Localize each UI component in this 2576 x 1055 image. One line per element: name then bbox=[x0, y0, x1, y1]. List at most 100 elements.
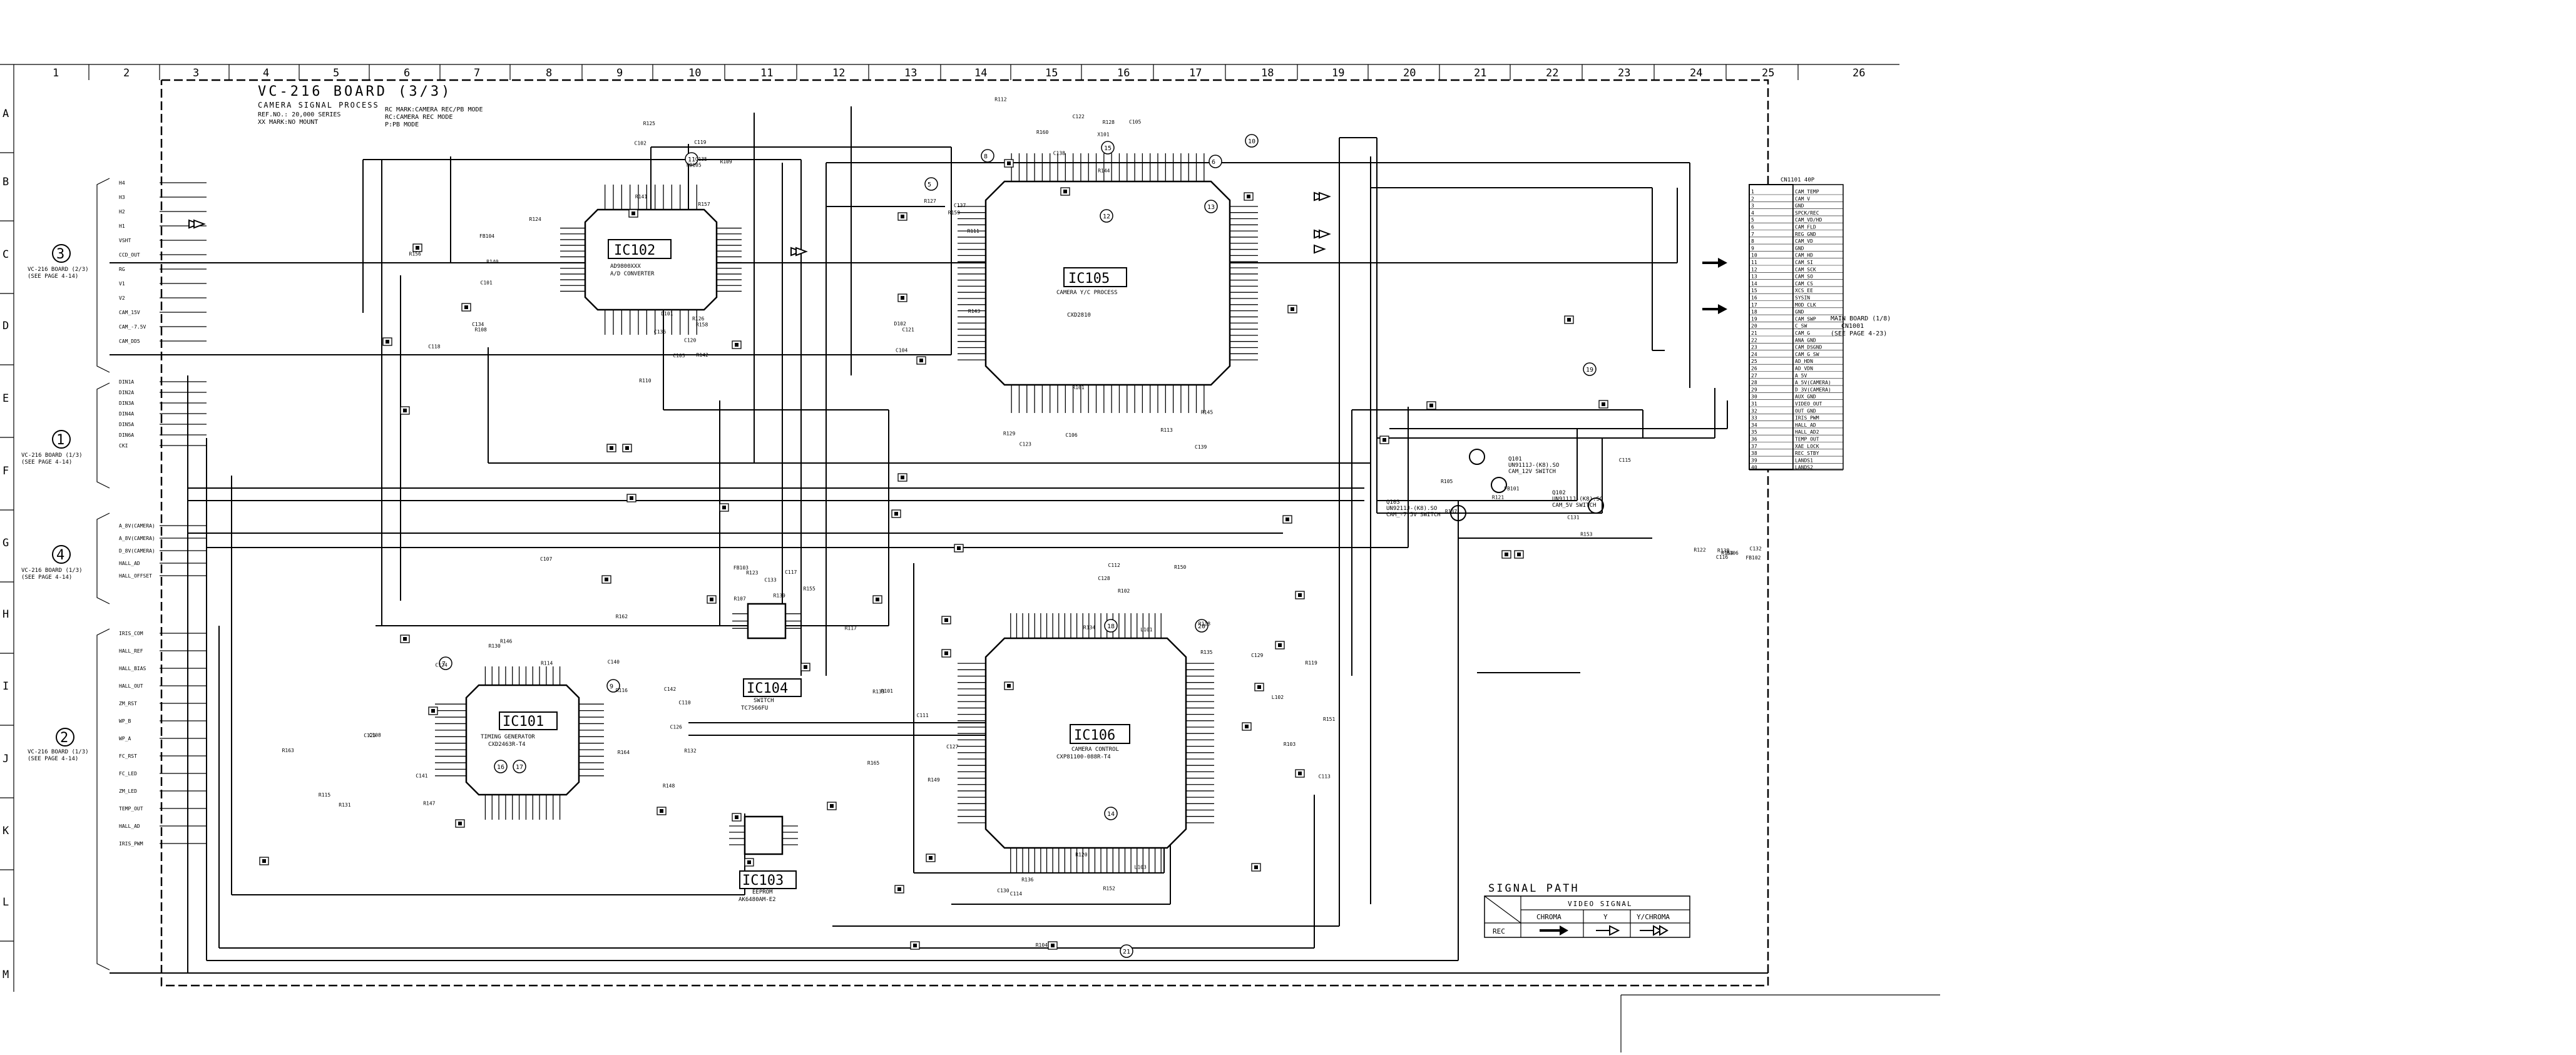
test-point bbox=[412, 243, 422, 252]
component-ref: C142 bbox=[664, 686, 676, 692]
connector-4: 4 VC-216 BOARD (1/3) (SEE PAGE 4-14) bbox=[21, 545, 83, 581]
numbered-mark-circle bbox=[685, 152, 698, 166]
cn-pin-number: 29 bbox=[1751, 387, 1757, 392]
ic102-desc: A/D CONVERTER bbox=[610, 271, 655, 277]
ic103-ref: IC103 bbox=[742, 873, 784, 889]
test-point-dot bbox=[735, 343, 739, 347]
test-point-dot bbox=[1383, 438, 1386, 442]
left-signal-label: H1 bbox=[119, 223, 125, 229]
test-point bbox=[657, 807, 667, 815]
component-ref: C135 bbox=[695, 156, 707, 162]
column-label-15: 15 bbox=[1045, 67, 1058, 79]
component-ref: R156 bbox=[409, 252, 421, 257]
connector-2-page: (SEE PAGE 4-14) bbox=[28, 756, 78, 762]
left-signal-label: HALL_REF bbox=[119, 648, 143, 654]
component-ref: C126 bbox=[670, 724, 682, 730]
numbered-mark-label: 9 bbox=[610, 683, 613, 690]
component-ref: C123 bbox=[1020, 442, 1031, 447]
title-note-4: RC:CAMERA REC MODE bbox=[385, 114, 452, 121]
component-ref: R159 bbox=[948, 210, 960, 215]
test-point-dot bbox=[929, 856, 933, 860]
test-point bbox=[400, 635, 410, 643]
row-label-H: H bbox=[3, 608, 9, 621]
numbered-mark-label: 15 bbox=[1104, 145, 1112, 152]
test-point-dot bbox=[1051, 944, 1055, 947]
component-ref: C112 bbox=[1108, 563, 1120, 568]
cn-pin-label: CAM_G bbox=[1795, 330, 1810, 336]
component-ref: R109 bbox=[720, 159, 732, 165]
component-ref: C110 bbox=[678, 700, 690, 705]
left-signal-label: ZM_RST bbox=[119, 701, 137, 706]
component-ref: R125 bbox=[643, 121, 655, 126]
row-label-L: L bbox=[3, 896, 9, 909]
left-signal-label: H3 bbox=[119, 195, 125, 200]
component-ref: R119 bbox=[1306, 660, 1317, 666]
test-point bbox=[382, 337, 392, 346]
ic105: IC105 CAMERA Y/C PROCESS CXD2810 bbox=[984, 180, 1231, 386]
test-point bbox=[622, 444, 632, 452]
numbered-mark-label: 17 bbox=[516, 764, 523, 771]
component-ref: R134 bbox=[1083, 625, 1095, 631]
component-ref: R102 bbox=[1118, 588, 1130, 594]
test-point bbox=[628, 209, 638, 218]
test-point bbox=[1275, 641, 1285, 650]
left-signal-label: CKI bbox=[119, 443, 128, 449]
numbered-mark-circle bbox=[1104, 807, 1118, 820]
numbered-mark-label: 14 bbox=[1107, 811, 1115, 818]
cn-pin-number: 33 bbox=[1751, 415, 1757, 421]
signal-path-title: SIGNAL PATH bbox=[1488, 882, 1580, 895]
component-ref: L102 bbox=[1272, 695, 1284, 700]
numbered-mark-circle bbox=[981, 149, 994, 163]
left-signal-label: FC_RST bbox=[119, 753, 137, 759]
component-ref: R151 bbox=[1323, 716, 1335, 722]
component-ref: C124 bbox=[436, 663, 447, 668]
test-point bbox=[800, 663, 810, 671]
q102-ref: Q102 bbox=[1552, 490, 1566, 496]
cn-pin-number: 36 bbox=[1751, 437, 1757, 442]
test-point-dot bbox=[403, 409, 407, 412]
left-signal-label: WP_A bbox=[119, 736, 131, 742]
test-point bbox=[744, 858, 754, 867]
connector-3-label: VC-216 BOARD (2/3) bbox=[28, 267, 89, 273]
component-ref: R142 bbox=[697, 352, 708, 358]
cn-pin-number: 27 bbox=[1751, 373, 1757, 379]
ic101-desc: TIMING GENERATOR bbox=[481, 734, 535, 740]
component-ref: C114 bbox=[1010, 891, 1022, 897]
component-ref: R126 bbox=[692, 316, 704, 322]
arrow-icon bbox=[1314, 229, 1331, 239]
component-ref: C106 bbox=[1065, 432, 1077, 438]
cn-pin-label: CAM_TEMP bbox=[1795, 189, 1819, 195]
left-signal-label: DIN2A bbox=[119, 390, 134, 395]
cn-pin-number: 15 bbox=[1751, 288, 1757, 293]
signal-path-row-rec: REC bbox=[1493, 927, 1505, 935]
test-point-dot bbox=[913, 944, 917, 947]
component-ref: C101 bbox=[481, 280, 493, 286]
cn-pin-label: CAM_DSGND bbox=[1795, 345, 1822, 350]
arrow-icon bbox=[1314, 191, 1331, 201]
cn-pin-number: 7 bbox=[1751, 232, 1754, 237]
test-point-dot bbox=[1505, 553, 1508, 556]
component-ref: R154 bbox=[1721, 551, 1733, 556]
transistors: Q101 UN9111J-(K8).SO CAM_12V SWITCH Q102… bbox=[1386, 449, 1604, 521]
component-ref: R124 bbox=[529, 217, 541, 222]
signal-path-col-y: Y bbox=[1603, 913, 1608, 921]
test-point-dot bbox=[1257, 685, 1261, 689]
component-ref: R114 bbox=[541, 661, 553, 666]
cn-pin-number: 22 bbox=[1751, 337, 1757, 343]
column-label-23: 23 bbox=[1618, 67, 1630, 79]
column-label-16: 16 bbox=[1117, 67, 1130, 79]
ic103-part: AK6480AM-E2 bbox=[739, 897, 776, 903]
ic106-ref: IC106 bbox=[1074, 728, 1115, 743]
test-point-dot bbox=[1298, 772, 1302, 775]
component-ref: R160 bbox=[1036, 130, 1048, 135]
cn-pin-number: 39 bbox=[1751, 457, 1757, 463]
component-ref: C127 bbox=[946, 744, 958, 750]
board-outline bbox=[160, 79, 1769, 987]
cn-pin-number: 24 bbox=[1751, 352, 1757, 357]
left-signal-label: HALL_BIAS bbox=[119, 666, 146, 671]
numbered-mark-circle bbox=[1209, 155, 1222, 168]
numbered-mark-label: 7 bbox=[442, 661, 446, 668]
cn-pin-number: 32 bbox=[1751, 408, 1757, 414]
test-point bbox=[259, 857, 269, 865]
